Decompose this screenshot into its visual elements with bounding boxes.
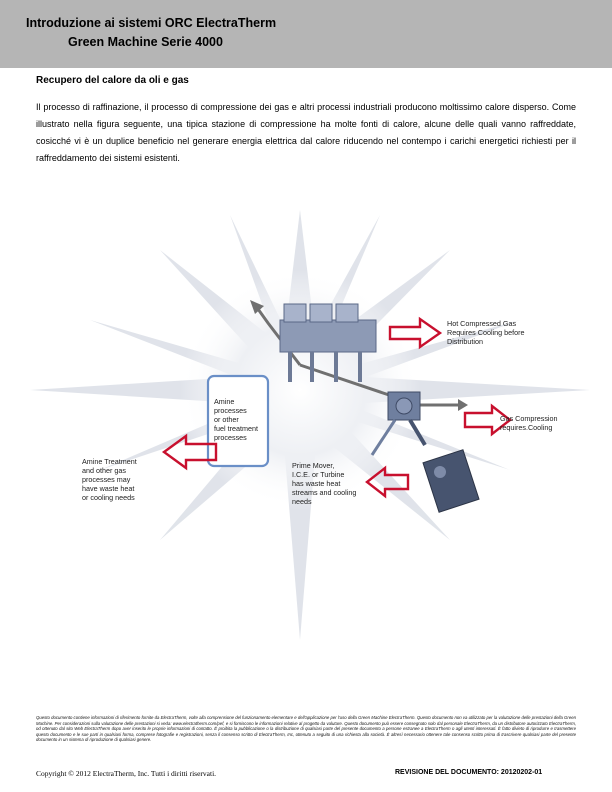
amine-treatment-label: Amine Treatment and other gas processes … — [82, 457, 139, 502]
intro-paragraph: Il processo di raffinazione, il processo… — [36, 102, 576, 163]
copyright-text: Copyright © 2012 ElectraTherm, Inc. Tutt… — [36, 769, 217, 778]
arrow-right-icon — [388, 316, 443, 350]
prime-mover-label: Prime Mover, I.C.E. or Turbine has waste… — [292, 461, 358, 506]
arrow-right-icon — [463, 403, 512, 437]
section-title: Recupero del calore da oli e gas — [36, 75, 189, 86]
page-header: Introduzione ai sistemi ORC ElectraTherm… — [0, 0, 612, 68]
legal-disclaimer: Questo documento contiene informazioni d… — [36, 715, 576, 743]
amine-process-box — [206, 374, 270, 468]
compression-station-diagram: Amine processes or other fuel treatment … — [30, 210, 590, 640]
arrow-left-icon — [161, 433, 218, 471]
gas-compression-label: Gas Compression requires.Cooling — [500, 414, 560, 432]
hot-gas-label: Hot Compressed Gas Requires Cooling befo… — [447, 319, 527, 346]
red-arrows — [161, 316, 512, 499]
cooler-illustration — [279, 303, 377, 382]
header-subtitle: Green Machine Serie 4000 — [68, 35, 223, 49]
header-title: Introduzione ai sistemi ORC ElectraTherm — [26, 16, 277, 30]
arrow-left-icon — [365, 465, 410, 499]
prime-mover-illustration — [408, 418, 480, 513]
document-revision: REVISIONE DEL DOCUMENTO: 20120202-01 — [395, 769, 543, 776]
compressor-illustration — [370, 391, 421, 456]
amine-box-label: Amine processes or other fuel treatment … — [214, 397, 260, 442]
